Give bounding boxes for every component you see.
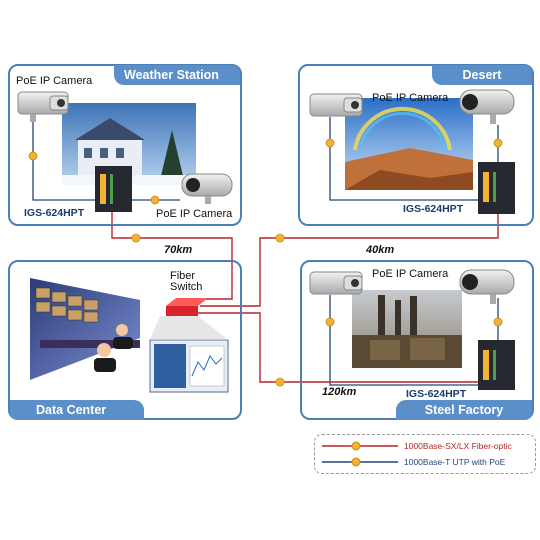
- panel-title-desert: Desert: [432, 65, 532, 85]
- steel-factory-photo: [352, 290, 462, 368]
- distance-weather: 70km: [164, 244, 193, 256]
- camera-steel-left: [309, 271, 363, 295]
- igs-switch-weather: [95, 166, 132, 212]
- legend-utp-label: 1000Base-T UTP with PoE: [404, 457, 506, 467]
- distance-desert: 40km: [366, 244, 395, 256]
- fiber-switch-device: [166, 298, 208, 316]
- label-model-steel: IGS-624HPT: [406, 388, 467, 400]
- camera-weather-right: [181, 173, 233, 204]
- camera-desert-left: [309, 93, 363, 117]
- distance-steel: 120km: [322, 386, 357, 398]
- label-model-weather: IGS-624HPT: [24, 207, 85, 219]
- label-fiber-switch-line2: Switch: [170, 281, 203, 293]
- panel-title-steel-factory: Steel Factory: [396, 400, 532, 420]
- camera-steel-right: [459, 269, 515, 304]
- label-poe-camera-weather-2: PoE IP Camera: [156, 208, 233, 220]
- panel-weather-station: [8, 64, 242, 226]
- camera-desert-right: [459, 89, 515, 124]
- desert-photo: [345, 98, 473, 190]
- label-poe-camera-weather-1: PoE IP Camera: [16, 75, 93, 87]
- panel-title-data-center: Data Center: [10, 400, 144, 420]
- data-center-illustration: [30, 278, 229, 393]
- camera-weather-left: [17, 91, 69, 122]
- igs-switch-desert: [478, 162, 515, 214]
- connector-dots: [28, 138, 503, 387]
- igs-switch-steel: [478, 340, 515, 390]
- label-poe-camera-desert: PoE IP Camera: [372, 92, 449, 104]
- panel-desert: [298, 64, 534, 226]
- legend-box: [314, 434, 536, 474]
- legend-fiber-label: 1000Base-SX/LX Fiber-optic: [404, 441, 512, 451]
- label-poe-camera-steel: PoE IP Camera: [372, 268, 449, 280]
- label-fiber-switch-line1: Fiber: [170, 270, 196, 282]
- panel-title-weather-station: Weather Station: [114, 65, 240, 85]
- label-model-desert: IGS-624HPT: [403, 203, 464, 215]
- legend-symbols: [322, 441, 398, 467]
- panel-data-center: [8, 260, 242, 420]
